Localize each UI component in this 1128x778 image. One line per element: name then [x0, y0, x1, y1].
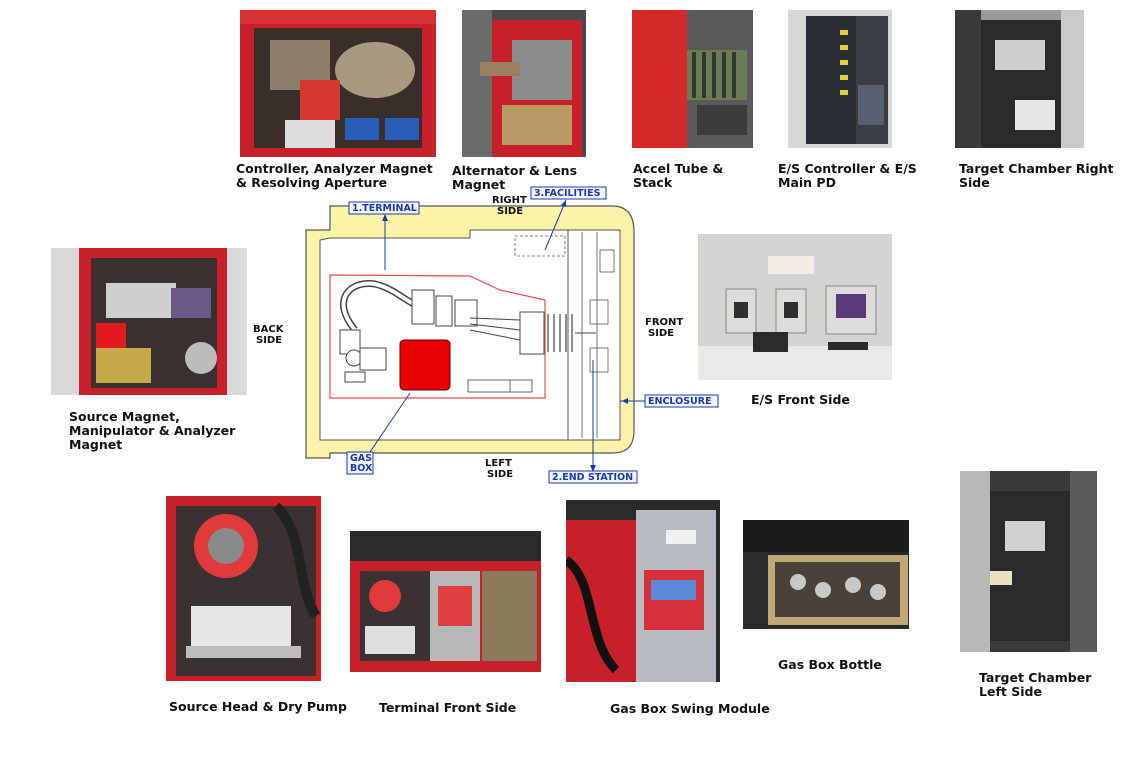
label-front-side-line2: SIDE: [648, 328, 674, 339]
photo-es-controller: [788, 10, 892, 148]
caption-target-left: Target Chamber Left Side: [979, 670, 1092, 699]
label-end-station: 2.END STATION: [552, 472, 633, 483]
photo-source-magnet: [51, 248, 247, 395]
label-back-side-line1: BACK: [253, 324, 285, 335]
label-gas-box-line1: GAS: [350, 453, 372, 464]
caption-es-front: E/S Front Side: [751, 392, 850, 407]
caption-target-right: Target Chamber Right Side: [959, 161, 1114, 190]
terminal-outline: [329, 274, 546, 399]
label-terminal: 1.TERMINAL: [352, 203, 417, 214]
enclosure-outline: [305, 205, 635, 459]
label-front-side-line1: FRONT: [645, 317, 683, 328]
gas-box: [399, 339, 451, 391]
photo-target-left: [960, 471, 1097, 652]
photo-accel-tube: [632, 10, 753, 148]
label-left-side-line2: SIDE: [487, 469, 513, 480]
caption-source-head: Source Head & Dry Pump: [169, 699, 347, 714]
label-right-side-line2: SIDE: [497, 206, 523, 217]
caption-alternator-lens: Alternator & Lens Magnet: [452, 163, 578, 192]
caption-source-magnet: Source Magnet, Manipulator & Analyzer Ma…: [69, 409, 236, 452]
label-enclosure: ENCLOSURE: [648, 396, 712, 407]
label-gas-box-line2: BOX: [350, 463, 373, 474]
caption-accel-tube: Accel Tube & Stack: [633, 161, 724, 190]
caption-terminal-front: Terminal Front Side: [379, 700, 517, 715]
caption-es-controller: E/S Controller & E/S Main PD: [778, 161, 917, 190]
label-back-side-line2: SIDE: [256, 335, 282, 346]
label-right-side-line1: RIGHT: [492, 195, 527, 206]
photo-source-head: [166, 496, 321, 681]
caption-gas-bottle: Gas Box Bottle: [778, 657, 882, 672]
caption-controller-analyzer: Controller, Analyzer Magnet & Resolving …: [236, 161, 433, 190]
photo-terminal-front: [350, 531, 541, 672]
photo-gas-bottle: [743, 520, 909, 629]
photo-controller-analyzer: [240, 10, 436, 157]
caption-gas-swing: Gas Box Swing Module: [610, 701, 770, 716]
label-left-side-line1: LEFT: [485, 458, 512, 469]
photo-target-right: [955, 10, 1084, 148]
photo-alternator-lens: [462, 10, 586, 157]
photo-gas-swing: [566, 500, 720, 682]
photo-es-front: [698, 234, 892, 380]
